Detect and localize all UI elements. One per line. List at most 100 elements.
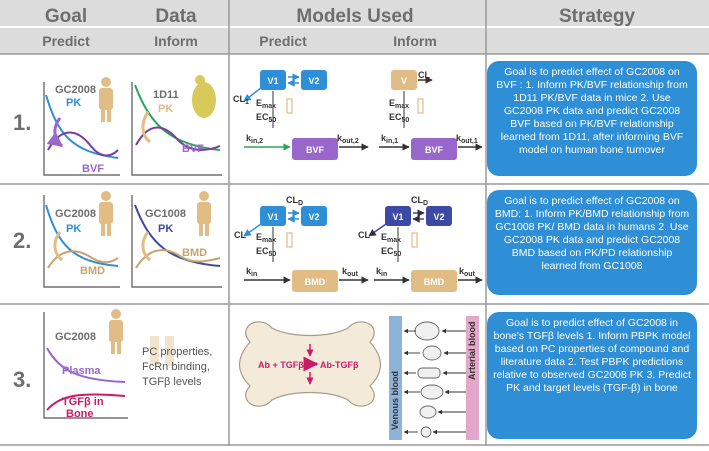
- svg-text:kin: kin: [376, 266, 387, 278]
- heart-icon: [422, 345, 442, 361]
- row1-inform-model: V CL Emax EC50 kin,1 BVF kout,1: [379, 70, 483, 160]
- svg-text:kout: kout: [459, 266, 476, 278]
- svg-text:Emax: Emax: [256, 98, 276, 110]
- svg-text:kin: kin: [246, 266, 257, 278]
- svg-text:Emax: Emax: [381, 232, 401, 244]
- bone-icon: [417, 367, 441, 379]
- row3-data-line2: FcRn binding,: [142, 361, 210, 373]
- row2-inform-model: V1 V2 CLD CL Emax EC50 kin BMD kout: [358, 195, 483, 292]
- compartment-v2: [301, 70, 327, 90]
- row1-data-plot: 1D11 PK BVF: [131, 75, 222, 176]
- venous-blood-label: Venous blood: [390, 371, 400, 430]
- row3-goal-drug: GC2008: [55, 331, 96, 343]
- row3-goal-bone-1: TGFβ in: [62, 396, 104, 408]
- svg-text:kout: kout: [342, 266, 359, 278]
- svg-text:CLD: CLD: [286, 195, 303, 207]
- svg-text:EC50: EC50: [381, 246, 401, 258]
- header-data: Data: [155, 6, 197, 27]
- subheader-inform: Inform: [154, 33, 198, 49]
- row3-data-line1: PC properties,: [142, 346, 212, 358]
- row1-data-pk: PK: [158, 103, 173, 115]
- svg-text:CL: CL: [358, 230, 370, 240]
- svg-text:V1: V1: [267, 212, 278, 222]
- svg-text:CL: CL: [418, 70, 430, 80]
- kidney-icon: [420, 426, 432, 438]
- row3-goal-plot: GC2008 Plasma TGFβ in Bone: [43, 309, 128, 420]
- row2-data-plot: GC1008 PK BMD: [131, 191, 222, 288]
- svg-text:kout,1: kout,1: [456, 133, 478, 145]
- venous-blood-bar: [389, 316, 402, 440]
- svg-text:CLD: CLD: [411, 195, 428, 207]
- reaction-left: Ab + TGFβ: [258, 360, 304, 370]
- svg-text:V2: V2: [308, 212, 319, 222]
- row-number-1: 1.: [13, 110, 31, 135]
- human-figure-icon-4: [109, 309, 123, 354]
- svg-text:V1: V1: [392, 212, 403, 222]
- subheader-models-inform: Inform: [393, 33, 437, 49]
- row-number-3: 3.: [13, 367, 31, 392]
- header-goal: Goal: [45, 6, 87, 27]
- row1-goal-effect: BVF: [82, 163, 104, 175]
- row1-data-drug: 1D11: [153, 89, 179, 101]
- compartment-v: [391, 70, 417, 90]
- svg-text:CL: CL: [234, 230, 246, 240]
- svg-text:V1: V1: [267, 76, 278, 86]
- lungs-icon: [414, 321, 440, 341]
- compartment-v1: [260, 70, 286, 90]
- svg-text:BMD: BMD: [305, 277, 326, 287]
- svg-text:V2: V2: [433, 212, 444, 222]
- header-models: Models Used: [296, 6, 413, 27]
- row-number-2: 2.: [13, 228, 31, 253]
- row2-goal-effect: BMD: [80, 265, 105, 277]
- mouse-icon: [192, 75, 216, 118]
- svg-text:CL1: CL1: [233, 94, 249, 106]
- svg-text:BVF: BVF: [306, 145, 325, 155]
- row3-data-text: PC properties, FcRn binding, TGFβ levels: [142, 336, 212, 388]
- bone-model: Ab + TGFβ Ab-TGFβ: [238, 321, 382, 407]
- svg-text:EC50: EC50: [256, 246, 276, 258]
- svg-text:kout,2: kout,2: [337, 133, 359, 145]
- arterial-blood-label: Arterial blood: [467, 321, 477, 380]
- svg-text:BVF: BVF: [425, 145, 444, 155]
- row2-predict-model: V1 V2 CLD CL Emax EC50 kin BMD kout: [234, 195, 369, 292]
- row2-data-drug: GC1008: [145, 208, 186, 220]
- gut-icon: [419, 405, 437, 419]
- subheader-predict: Predict: [42, 33, 90, 49]
- row2-goal-pk: PK: [66, 223, 81, 235]
- arterial-blood-bar: [466, 316, 479, 440]
- svg-text:V2: V2: [308, 76, 319, 86]
- human-figure-icon-3: [197, 191, 211, 236]
- strategy-row2: Goal is to predict effect of GC2008 on B…: [487, 190, 697, 295]
- svg-text:Emax: Emax: [389, 98, 409, 110]
- svg-text:kin,1: kin,1: [381, 133, 398, 145]
- row1-data-effect: BVF: [182, 143, 204, 155]
- row1-goal-drug: GC2008: [55, 84, 96, 96]
- svg-text:EC50: EC50: [389, 112, 409, 124]
- effect-compartment-bvf-inform: [411, 138, 457, 160]
- row2-goal-drug: GC2008: [55, 208, 96, 220]
- row1-predict-model: V1 V2 CL1 Emax EC50 kin,2 BVF kout,2: [233, 70, 369, 160]
- pbpk-schematic: Venous blood Arterial blood: [389, 316, 479, 440]
- header-strategy: Strategy: [559, 6, 635, 27]
- svg-text:Emax: Emax: [256, 232, 276, 244]
- liver-icon: [420, 384, 444, 400]
- svg-text:BMD: BMD: [424, 277, 445, 287]
- reaction-right: Ab-TGFβ: [320, 360, 359, 370]
- effect-compartment-bvf: [292, 138, 338, 160]
- row2-data-pk: PK: [158, 223, 173, 235]
- strategy-row3: Goal is to predict effect of GC2008 in b…: [487, 312, 697, 439]
- strategy-row1: Goal is to predict effect of GC2008 on B…: [487, 61, 697, 176]
- human-figure-icon-2: [99, 191, 113, 236]
- row2-goal-plot: GC2008 PK BMD: [43, 191, 120, 288]
- row3-goal-bone-2: Bone: [66, 408, 94, 420]
- row3-goal-plasma: Plasma: [62, 365, 101, 377]
- svg-text:kin,2: kin,2: [246, 133, 263, 145]
- svg-text:V: V: [401, 76, 407, 86]
- row2-data-effect: BMD: [182, 247, 207, 259]
- row1-goal-pk: PK: [66, 97, 81, 109]
- human-figure-icon: [99, 77, 113, 122]
- row1-goal-plot: GC2008 PK BVF: [43, 77, 120, 176]
